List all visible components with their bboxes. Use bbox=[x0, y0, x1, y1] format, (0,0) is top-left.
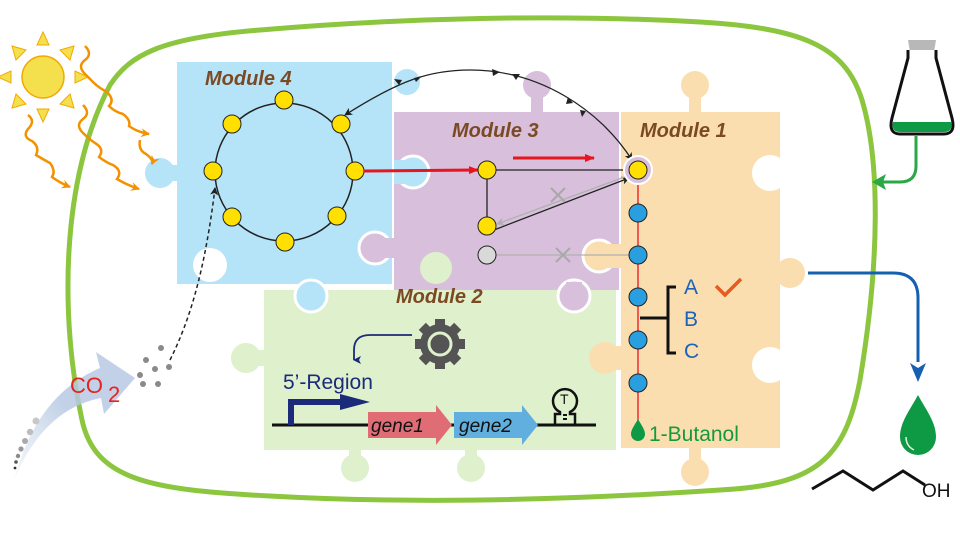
region-label: 5’-Region bbox=[283, 371, 373, 394]
gear-icon bbox=[415, 319, 465, 369]
metabolite-node-inactive bbox=[477, 245, 497, 265]
option-b: B bbox=[684, 308, 698, 331]
module3-title: Module 3 bbox=[452, 120, 539, 142]
product-droplet-icon bbox=[900, 395, 936, 455]
metabolite-node bbox=[628, 160, 648, 180]
co2-label: CO bbox=[70, 373, 103, 398]
checkmark-icon bbox=[714, 277, 743, 298]
metabolite-node bbox=[222, 114, 242, 134]
metabolite-node bbox=[477, 160, 497, 180]
metabolite-node bbox=[327, 206, 347, 226]
blocked-x-icon bbox=[550, 187, 566, 203]
metabolite-node bbox=[628, 245, 648, 265]
flux-arrow-m4-m3 bbox=[363, 166, 479, 175]
option-c: C bbox=[684, 340, 699, 363]
sun-icon bbox=[0, 30, 90, 124]
metabolite-node bbox=[275, 232, 295, 252]
module1-title: Module 1 bbox=[640, 120, 727, 142]
gene1-block bbox=[368, 405, 452, 445]
metabolite-node bbox=[222, 207, 242, 227]
regulatory-arc bbox=[344, 69, 633, 161]
metabolite-node bbox=[203, 161, 223, 181]
metabolite-node bbox=[331, 114, 351, 134]
module2-title: Module 2 bbox=[396, 286, 483, 308]
medium-supply-arrow bbox=[880, 136, 918, 184]
light-rays bbox=[24, 45, 160, 191]
co2-input: CO 2 bbox=[13, 345, 172, 480]
terminator-icon: T bbox=[538, 387, 579, 427]
droplet-icon bbox=[631, 419, 645, 441]
co2-arrow-icon bbox=[14, 352, 135, 480]
flask-icon bbox=[889, 40, 955, 136]
hydroxyl-label: OH bbox=[922, 481, 951, 502]
product-label: 1-Butanol bbox=[649, 423, 739, 446]
co2-fixation-arrow bbox=[169, 187, 219, 361]
butanol-structure: OH bbox=[811, 469, 951, 502]
co2-subscript: 2 bbox=[108, 382, 120, 407]
gene1-label: gene1 bbox=[371, 416, 424, 437]
svg-text:T: T bbox=[560, 391, 569, 407]
metabolite-node bbox=[628, 203, 648, 223]
metabolite-node bbox=[628, 373, 648, 393]
metabolite-node bbox=[628, 330, 648, 350]
gene2-block bbox=[454, 405, 538, 445]
option-bracket bbox=[640, 285, 676, 355]
arc-arrowheads bbox=[394, 69, 586, 117]
module4-title: Module 4 bbox=[205, 68, 292, 90]
cell-membrane bbox=[65, 15, 878, 503]
gene2-label: gene2 bbox=[459, 416, 512, 437]
metabolite-node bbox=[477, 216, 497, 236]
module2-expression: 5’-Region gene1 gene2 T bbox=[272, 319, 596, 445]
module4-cycle bbox=[203, 90, 365, 252]
blocked-x-icon bbox=[555, 247, 571, 263]
module3-network bbox=[477, 160, 638, 265]
metabolite-node bbox=[274, 90, 294, 110]
metabolite-node bbox=[345, 161, 365, 181]
regulation-arrow bbox=[353, 334, 412, 364]
metabolite-node bbox=[628, 287, 648, 307]
promoter-arrow-icon bbox=[288, 399, 345, 425]
export-arrow bbox=[808, 271, 920, 362]
option-a: A bbox=[684, 276, 698, 299]
module1-pathway: A B C 1-Butanol bbox=[623, 155, 743, 446]
